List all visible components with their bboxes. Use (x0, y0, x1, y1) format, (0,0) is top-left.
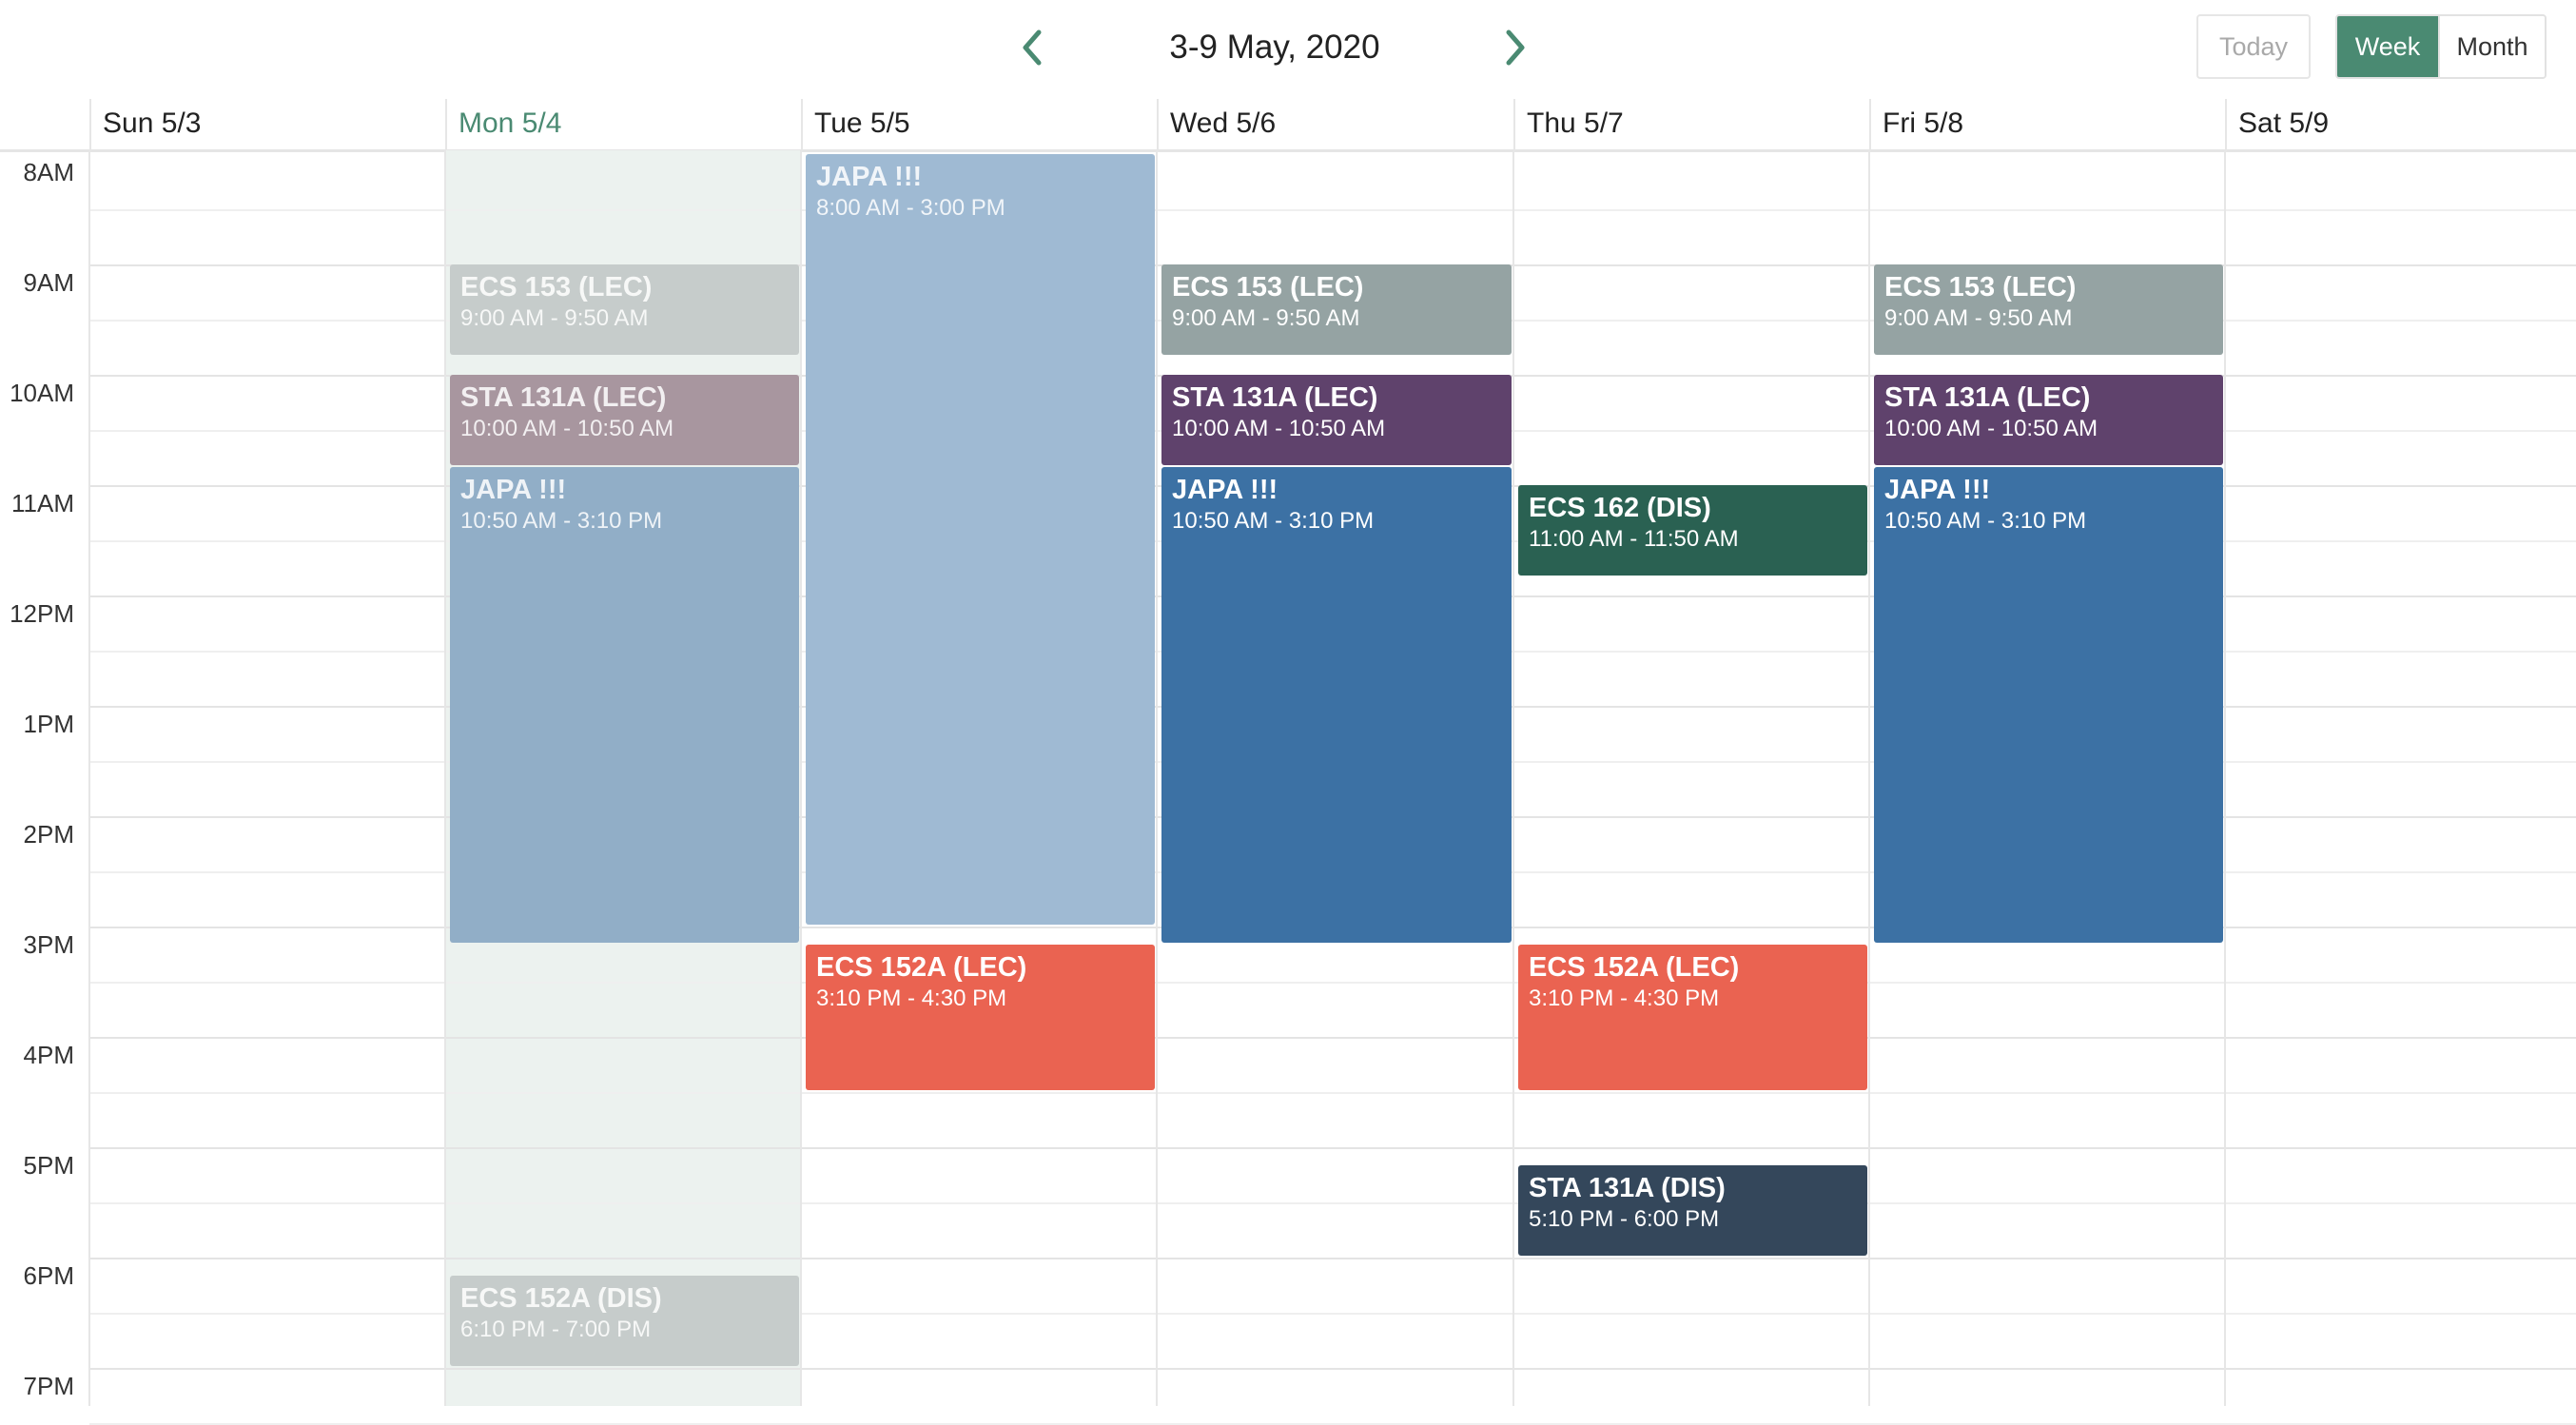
event-title: STA 131A (LEC) (460, 382, 667, 413)
day-column-divider (1512, 150, 1514, 1406)
event-title: STA 131A (LEC) (1172, 382, 1378, 413)
today-button[interactable]: Today (2196, 14, 2311, 79)
event-time: 10:00 AM - 10:50 AM (1884, 416, 2098, 441)
date-range-title: 3-9 May, 2020 (1169, 29, 1380, 66)
event-title: ECS 152A (LEC) (1529, 952, 1740, 984)
event-time: 5:10 PM - 6:00 PM (1529, 1206, 1720, 1233)
chevron-left-icon (1023, 29, 1042, 66)
month-view-button[interactable]: Month (2438, 16, 2545, 77)
time-label: 2PM (23, 820, 74, 849)
event-title: JAPA !!! (816, 162, 923, 192)
event-title: ECS 162 (DIS) (1529, 493, 1711, 523)
week-view-button[interactable]: Week (2337, 16, 2438, 77)
day-column-divider (88, 150, 90, 1406)
calendar-event[interactable]: ECS 152A (DIS)6:10 PM - 7:00 PM (450, 1276, 799, 1366)
day-header-wed: Wed 5/6 (1157, 99, 1513, 152)
day-header-mon: Mon 5/4 (445, 99, 801, 152)
event-time: 10:00 AM - 10:50 AM (460, 416, 674, 441)
calendar-event[interactable]: STA 131A (DIS)5:10 PM - 6:00 PM (1518, 1165, 1867, 1256)
day-column-divider (1156, 150, 1158, 1406)
calendar-event[interactable]: JAPA !!!10:50 AM - 3:10 PM (450, 466, 799, 944)
calendar-event[interactable]: ECS 162 (DIS) 11:00 AM - 11:50 AM (1518, 485, 1867, 576)
calendar-event[interactable]: JAPA !!!10:50 AM - 3:10 PM (1874, 466, 2223, 944)
calendar-event[interactable]: STA 131A (LEC) 10:00 AM - 10:50 AM (1161, 375, 1512, 465)
calendar-event[interactable]: JAPA !!! 8:00 AM - 3:00 PM (806, 154, 1155, 925)
time-label: 3PM (23, 930, 74, 959)
time-label: 4PM (23, 1041, 74, 1069)
prev-week-button[interactable] (1013, 21, 1051, 74)
day-header-tue: Tue 5/5 (801, 99, 1157, 152)
hour-gridline (89, 1258, 2576, 1259)
time-label: 11AM (11, 489, 74, 517)
time-label: 8AM (23, 158, 74, 186)
event-time: 10:50 AM - 3:10 PM (460, 507, 663, 534)
event-title: STA 131A (LEC) (1884, 382, 2091, 413)
day-column-divider (800, 150, 802, 1406)
half-hour-gridline (89, 1202, 2576, 1204)
hour-gridline (89, 1147, 2576, 1149)
hour-gridline (89, 1368, 2576, 1370)
event-title: ECS 152A (LEC) (816, 952, 1027, 984)
calendar-event[interactable]: ECS 153 (LEC)9:00 AM - 9:50 AM (1874, 264, 2223, 355)
event-time: 9:00 AM - 9:50 AM (1884, 305, 2073, 331)
event-title: ECS 152A (DIS) (460, 1283, 662, 1315)
event-title: ECS 153 (LEC) (460, 272, 653, 303)
hour-gridline (89, 1037, 2576, 1039)
calendar-event[interactable]: ECS 152A (LEC)3:10 PM - 4:30 PM (806, 945, 1155, 1090)
event-time: 10:50 AM - 3:10 PM (1172, 507, 1375, 534)
day-column-divider (444, 150, 446, 1406)
event-title: JAPA !!! (460, 474, 567, 505)
event-time: 9:00 AM - 9:50 AM (460, 305, 649, 331)
half-hour-gridline (89, 1313, 2576, 1315)
event-time: 6:10 PM - 7:00 PM (460, 1317, 652, 1343)
time-label: 1PM (23, 710, 74, 738)
half-hour-gridline (89, 1092, 2576, 1094)
event-title: STA 131A (DIS) (1529, 1173, 1726, 1204)
day-column-divider (1868, 150, 1870, 1406)
time-label: 10AM (10, 379, 74, 407)
event-title: JAPA !!! (1884, 474, 1991, 505)
time-label: 9AM (23, 268, 74, 297)
time-label: 5PM (23, 1151, 74, 1180)
event-time: 10:50 AM - 3:10 PM (1884, 507, 2087, 534)
day-header-sun: Sun 5/3 (89, 99, 445, 152)
calendar-event[interactable]: STA 131A (LEC) 10:00 AM - 10:50 AM (450, 375, 799, 465)
event-time: 3:10 PM - 4:30 PM (816, 986, 1007, 1012)
event-time: 10:00 AM - 10:50 AM (1172, 416, 1386, 441)
calendar-event[interactable]: ECS 152A (LEC)3:10 PM - 4:30 PM (1518, 945, 1867, 1090)
event-time: 9:00 AM - 9:50 AM (1172, 305, 1360, 331)
event-time: 11:00 AM - 11:50 AM (1529, 526, 1739, 552)
calendar-event[interactable]: ECS 153 (LEC)9:00 AM - 9:50 AM (1161, 264, 1512, 355)
calendar-event[interactable]: JAPA !!!10:50 AM - 3:10 PM (1161, 466, 1512, 944)
half-hour-gridline (89, 982, 2576, 984)
event-title: JAPA !!! (1172, 474, 1278, 505)
next-week-button[interactable] (1496, 21, 1534, 74)
event-title: ECS 153 (LEC) (1172, 272, 1364, 303)
day-header-thu: Thu 5/7 (1513, 99, 1869, 152)
event-time: 8:00 AM - 3:00 PM (816, 195, 1005, 221)
calendar-event[interactable]: ECS 153 (LEC)9:00 AM - 9:50 AM (450, 264, 799, 355)
week-grid[interactable]: 8AM 9AM 10AM 11AM 12PM 1PM 2PM 3PM 4PM 5PM 6PM 7PM E… (0, 150, 2576, 1425)
calendar-event[interactable]: STA 131A (LEC) 10:00 AM - 10:50 AM (1874, 375, 2223, 465)
day-header-fri: Fri 5/8 (1869, 99, 2225, 152)
time-label: 12PM (10, 599, 74, 628)
view-switcher: Week Month (2335, 14, 2547, 79)
time-label: 7PM (23, 1372, 74, 1400)
day-header-sat: Sat 5/9 (2225, 99, 2576, 152)
half-hour-gridline (89, 209, 2576, 211)
day-column-divider (2224, 150, 2226, 1406)
time-label: 6PM (23, 1261, 74, 1290)
event-time: 3:10 PM - 4:30 PM (1529, 986, 1720, 1012)
chevron-right-icon (1506, 29, 1525, 66)
event-title: ECS 153 (LEC) (1884, 272, 2077, 303)
